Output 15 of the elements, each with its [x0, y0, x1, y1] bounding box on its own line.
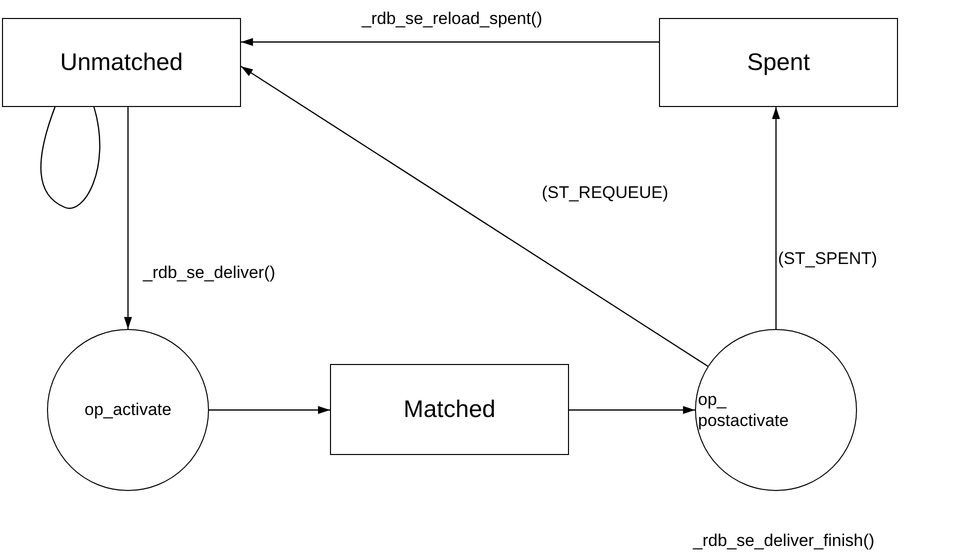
arrow [241, 38, 659, 46]
state-label: Matched [403, 394, 496, 424]
arrow [209, 406, 330, 414]
arrow [569, 406, 695, 414]
node-caption: _rdb_se_deliver_finish() [693, 530, 874, 552]
state-label: op_activate [84, 399, 172, 421]
arrow [124, 107, 132, 329]
state-box [330, 364, 569, 455]
state-box [2, 18, 241, 107]
state-label: Spent [747, 48, 810, 78]
state-label: op_ postactivate [698, 388, 790, 432]
state-box [659, 18, 898, 107]
arrow [240, 66, 708, 367]
state-label: Unmatched [60, 48, 183, 78]
arrow [772, 107, 780, 329]
